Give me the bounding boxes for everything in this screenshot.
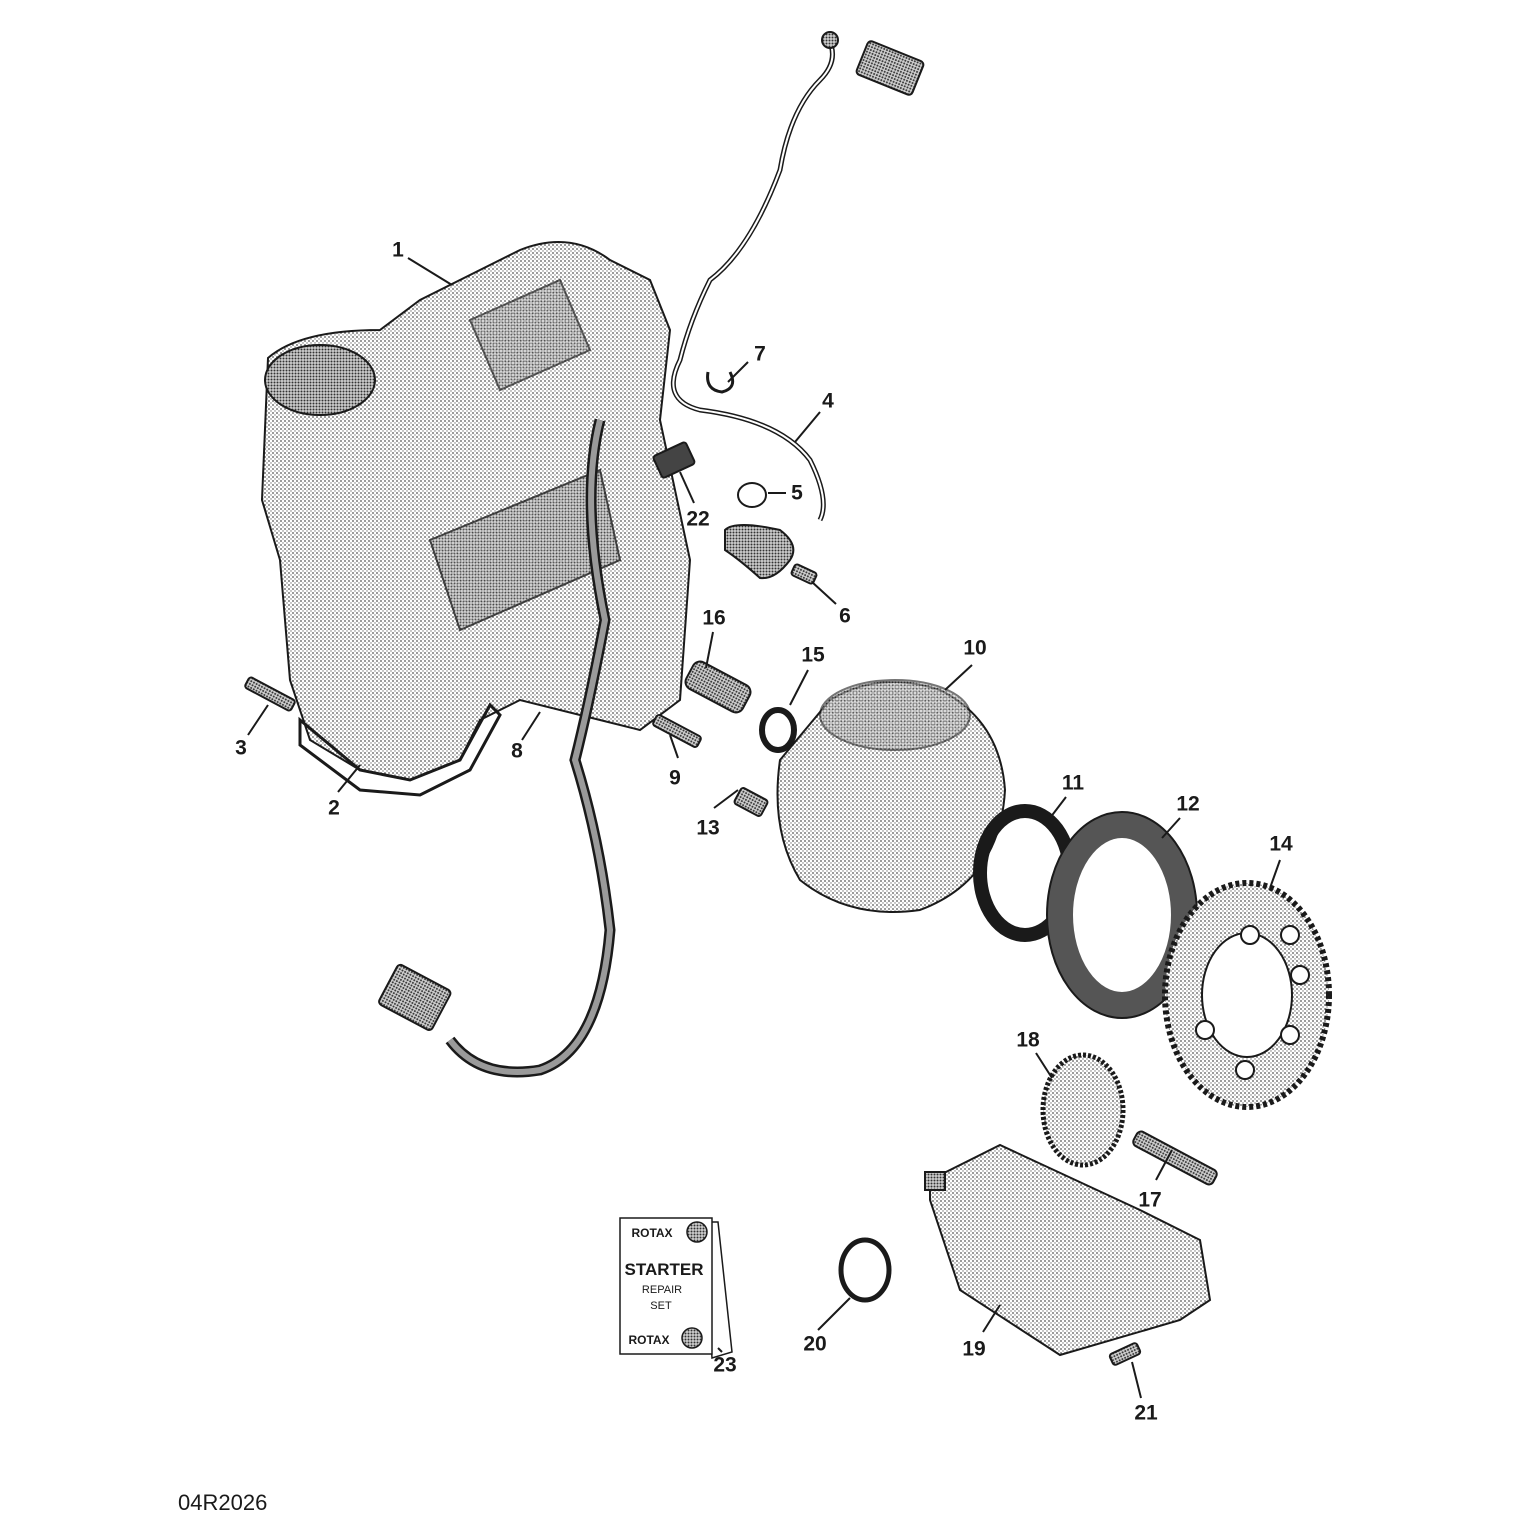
callout-12: 12 (1176, 792, 1200, 816)
bolt-16 (684, 660, 752, 714)
diagram-code: 04R2026 (178, 1490, 268, 1515)
washer-15 (759, 707, 797, 753)
idler-gear (1040, 1052, 1126, 1168)
callout-21: 21 (1134, 1401, 1158, 1425)
callout-17: 17 (1138, 1188, 1162, 1212)
plate-ring (1047, 812, 1197, 1018)
callout-9: 9 (669, 766, 681, 790)
kit-brand-bottom: ROTAX (628, 1333, 670, 1347)
bolt-9 (652, 714, 702, 748)
callout-7: 7 (754, 342, 766, 366)
repair-kit-card (619, 1217, 733, 1359)
callout-6: 6 (839, 604, 851, 628)
kit-line2: REPAIR (641, 1284, 683, 1296)
callout-15: 15 (801, 643, 825, 667)
callout-14: 14 (1269, 832, 1293, 856)
kit-line3: SET (650, 1300, 672, 1312)
callout-10: 10 (963, 636, 987, 660)
callout-3: 3 (235, 736, 247, 760)
callout-2: 2 (328, 796, 340, 820)
ring-gear (1162, 880, 1332, 1110)
clip (706, 371, 735, 394)
sensor (724, 524, 795, 580)
shaft (1132, 1130, 1218, 1186)
screw-6 (790, 563, 818, 585)
kit-brand-top: ROTAX (631, 1226, 673, 1240)
callout-1: 1 (392, 238, 404, 262)
leader-lines (247, 257, 1281, 1399)
callout-4: 4 (822, 389, 834, 413)
bolt-3 (244, 676, 296, 712)
callout-23: 23 (713, 1353, 737, 1377)
callout-13: 13 (696, 816, 720, 840)
callout-5: 5 (791, 481, 803, 505)
engine-housing (260, 241, 692, 782)
gasket (298, 702, 502, 797)
o-ring (737, 482, 767, 508)
connector-bottom (378, 963, 452, 1031)
starter-motor (924, 1143, 1212, 1357)
callout-16: 16 (702, 606, 726, 630)
callout-8: 8 (511, 739, 523, 763)
callout-22: 22 (686, 507, 710, 531)
callout-11: 11 (1061, 771, 1085, 795)
flywheel (776, 679, 1007, 913)
screw-21 (1108, 1342, 1142, 1366)
harness-upper (670, 36, 835, 522)
connector-top (855, 40, 925, 96)
callout-19: 19 (962, 1337, 986, 1361)
sensor-22 (652, 441, 696, 479)
callout-18: 18 (1016, 1028, 1040, 1052)
spring-ring (838, 1237, 892, 1303)
kit-title: STARTER (624, 1260, 704, 1279)
callout-20: 20 (803, 1332, 827, 1356)
bolt-13 (733, 787, 769, 817)
